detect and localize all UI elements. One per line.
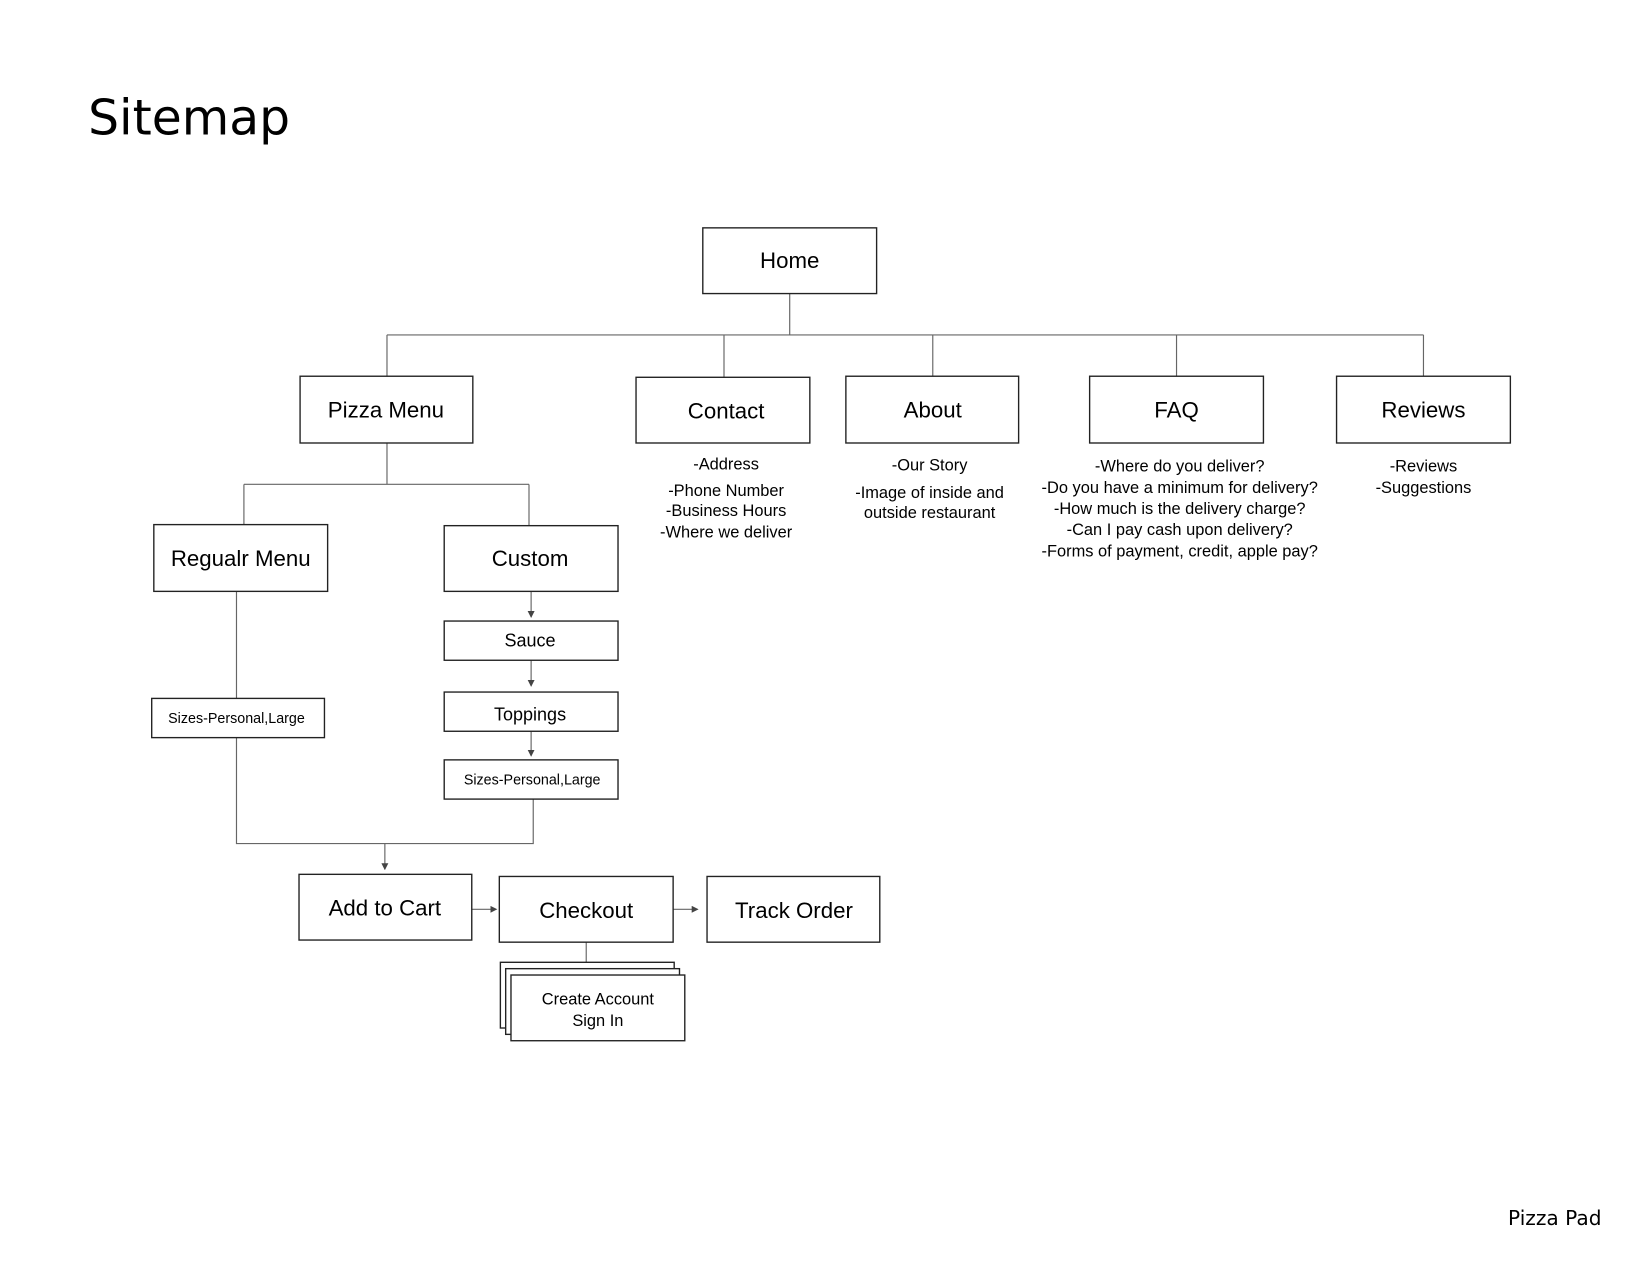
connectors: [235, 293, 1425, 963]
svg-text:-How much is the delivery char: -How much is the delivery charge?: [1054, 500, 1306, 518]
svg-text:Custom: Custom: [492, 546, 569, 571]
svg-text:outside restaurant: outside restaurant: [864, 504, 996, 522]
svg-text:About: About: [904, 398, 963, 423]
svg-text:Home: Home: [760, 248, 819, 273]
notes-contact: -Address -Phone Number -Business Hours -…: [660, 455, 793, 541]
svg-text:-Address: -Address: [693, 455, 759, 473]
node-track-order: Track Order: [706, 875, 881, 943]
svg-text:-Do you have a minimum for del: -Do you have a minimum for delivery?: [1042, 479, 1318, 497]
svg-text:Contact: Contact: [688, 399, 765, 424]
svg-text:Sign In: Sign In: [572, 1012, 623, 1030]
svg-text:Track Order: Track Order: [735, 898, 853, 923]
node-account-stack: Create Account Sign In: [499, 961, 686, 1042]
svg-text:-Reviews: -Reviews: [1390, 458, 1457, 476]
node-faq: FAQ: [1088, 375, 1265, 444]
svg-text:-Our Story: -Our Story: [892, 457, 968, 475]
node-sauce: Sauce: [443, 620, 619, 661]
svg-text:Sauce: Sauce: [505, 630, 556, 650]
svg-text:-Business Hours: -Business Hours: [666, 502, 786, 520]
svg-text:Checkout: Checkout: [539, 898, 634, 923]
footer-label: Pizza Pad: [1508, 1206, 1601, 1230]
svg-text:Pizza Menu: Pizza Menu: [328, 398, 444, 423]
svg-text:FAQ: FAQ: [1154, 398, 1199, 423]
svg-text:Create Account: Create Account: [542, 991, 655, 1009]
node-regular-menu: Regualr Menu: [153, 523, 329, 593]
svg-text:Sizes-Personal,Large: Sizes-Personal,Large: [168, 711, 305, 727]
svg-text:-Suggestions: -Suggestions: [1376, 479, 1472, 497]
svg-text:Add to Cart: Add to Cart: [329, 896, 442, 921]
node-contact: Contact: [635, 376, 811, 444]
node-toppings: Toppings: [443, 691, 619, 732]
notes-about: -Our Story -Image of inside and outside …: [855, 457, 1004, 523]
node-sizes-regular: Sizes-Personal,Large: [151, 697, 326, 739]
notes-reviews: -Reviews -Suggestions: [1376, 458, 1472, 497]
node-custom: Custom: [443, 524, 619, 593]
svg-text:Regualr Menu: Regualr Menu: [171, 546, 311, 571]
node-reviews: Reviews: [1335, 375, 1512, 444]
page-title: Sitemap: [88, 91, 290, 147]
svg-text:Reviews: Reviews: [1381, 398, 1465, 423]
svg-text:-Where do you deliver?: -Where do you deliver?: [1095, 458, 1265, 476]
svg-text:-Phone Number: -Phone Number: [668, 482, 784, 500]
svg-text:Sizes-Personal,Large: Sizes-Personal,Large: [464, 772, 601, 788]
node-sizes-custom: Sizes-Personal,Large: [443, 759, 619, 800]
svg-text:-Can I pay cash upon delivery?: -Can I pay cash upon delivery?: [1067, 521, 1293, 539]
node-checkout: Checkout: [498, 875, 674, 943]
node-home: Home: [702, 227, 878, 295]
svg-text:Toppings: Toppings: [494, 705, 566, 725]
svg-text:-Where we deliver: -Where we deliver: [660, 523, 793, 541]
node-about: About: [845, 375, 1020, 444]
node-add-to-cart: Add to Cart: [298, 873, 473, 941]
svg-text:-Image of inside and: -Image of inside and: [855, 484, 1004, 502]
notes-faq: -Where do you deliver? -Do you have a mi…: [1042, 458, 1318, 561]
svg-text:-Forms of payment, credit, app: -Forms of payment, credit, apple pay?: [1042, 542, 1318, 560]
node-pizza-menu: Pizza Menu: [299, 375, 474, 444]
